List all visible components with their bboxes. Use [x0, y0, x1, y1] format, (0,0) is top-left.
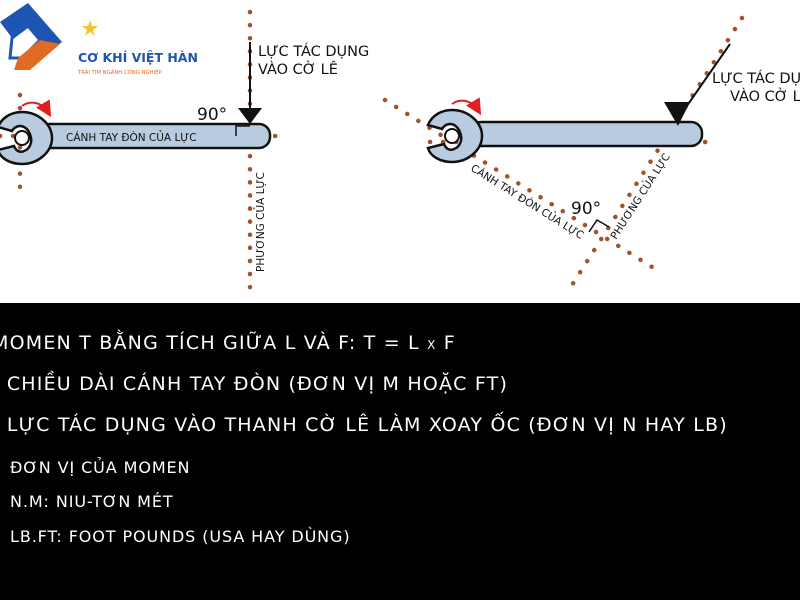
brand-name: CƠ KHÍ VIỆT HÀN	[78, 50, 198, 65]
left-lever-arm-label: CÁNH TAY ĐÒN CỦA LỰC	[66, 130, 197, 144]
torque-diagram: CƠ KHÍ VIỆT HÀN TRÁI TIM NGÀNH CÔNG NGHI…	[0, 3, 800, 293]
force-direction-line	[569, 15, 745, 288]
right-force-label-line2: VÀO CỜ LÊ	[730, 87, 800, 105]
left-angle-label: 90°	[197, 105, 227, 125]
company-logo: CƠ KHÍ VIỆT HÀN TRÁI TIM NGÀNH CÔNG NGHI…	[0, 3, 198, 76]
formula-lead: MOMEN T BẰNG TÍCH GIỮA L VÀ F: T = L	[0, 332, 420, 354]
unit-lbft: LB.FT: FOOT POUNDS (USA HAY DÙNG)	[10, 527, 351, 546]
right-force-label-line1: LỰC TÁC DỤNG	[712, 70, 800, 87]
right-lever-arm-label: CÁNH TAY ĐÒN CỦA LỰC	[468, 161, 586, 242]
formula-line: MOMEN T BẰNG TÍCH GIỮA L VÀ F: T = L x F	[0, 332, 456, 354]
diagram-canvas: CƠ KHÍ VIỆT HÀN TRÁI TIM NGÀNH CÔNG NGHI…	[0, 3, 800, 293]
right-diagram: LỰC TÁC DỤNG VÀO CỜ LÊ 90° CÁNH TAY ĐÒN …	[382, 15, 800, 288]
force-definition: : LỰC TÁC DỤNG VÀO THANH CỜ LÊ LÀM XOAY …	[0, 414, 728, 436]
length-definition: : CHIỀU DÀI CÁNH TAY ĐÒN (ĐƠN VỊ M HOẶC …	[0, 373, 509, 395]
wrench-icon	[0, 110, 272, 166]
force-arrow-icon	[664, 102, 690, 126]
unit-nm: N.M: NIU-TƠN MÉT	[10, 492, 174, 511]
rotation-arrow-icon	[21, 99, 52, 118]
left-diagram: LỰC TÁC DỤNG VÀO CỜ LÊ 90° CÁNH TAY ĐÒN …	[0, 9, 369, 293]
left-force-direction-label: PHƯƠNG CỦA LỰC	[253, 172, 267, 272]
brand-tagline: TRÁI TIM NGÀNH CÔNG NGHIỆP	[77, 68, 163, 76]
wrench-icon	[426, 108, 704, 164]
left-force-label-line2: VÀO CỜ LÊ	[258, 60, 338, 78]
logo-emblem-icon	[0, 3, 98, 70]
units-heading: ĐƠN VỊ CỦA MOMEN	[10, 458, 191, 477]
right-angle-label: 90°	[571, 199, 601, 219]
left-force-label-line1: LỰC TÁC DỤNG	[258, 43, 369, 60]
force-arrow-shaft	[683, 43, 731, 111]
right-angle-icon	[235, 125, 250, 136]
explanation-panel: MOMEN T BẰNG TÍCH GIỮA L VÀ F: T = L x F…	[0, 303, 800, 600]
lever-arm-line	[382, 97, 663, 275]
right-angle-icon	[588, 218, 610, 233]
formula-tail: F	[443, 332, 456, 354]
rotation-arrow-icon	[451, 97, 482, 116]
multiply-sign: x	[427, 338, 437, 352]
right-force-direction-label: PHƯƠNG CỦA LỰC	[607, 150, 673, 241]
force-arrow-icon	[238, 108, 262, 124]
